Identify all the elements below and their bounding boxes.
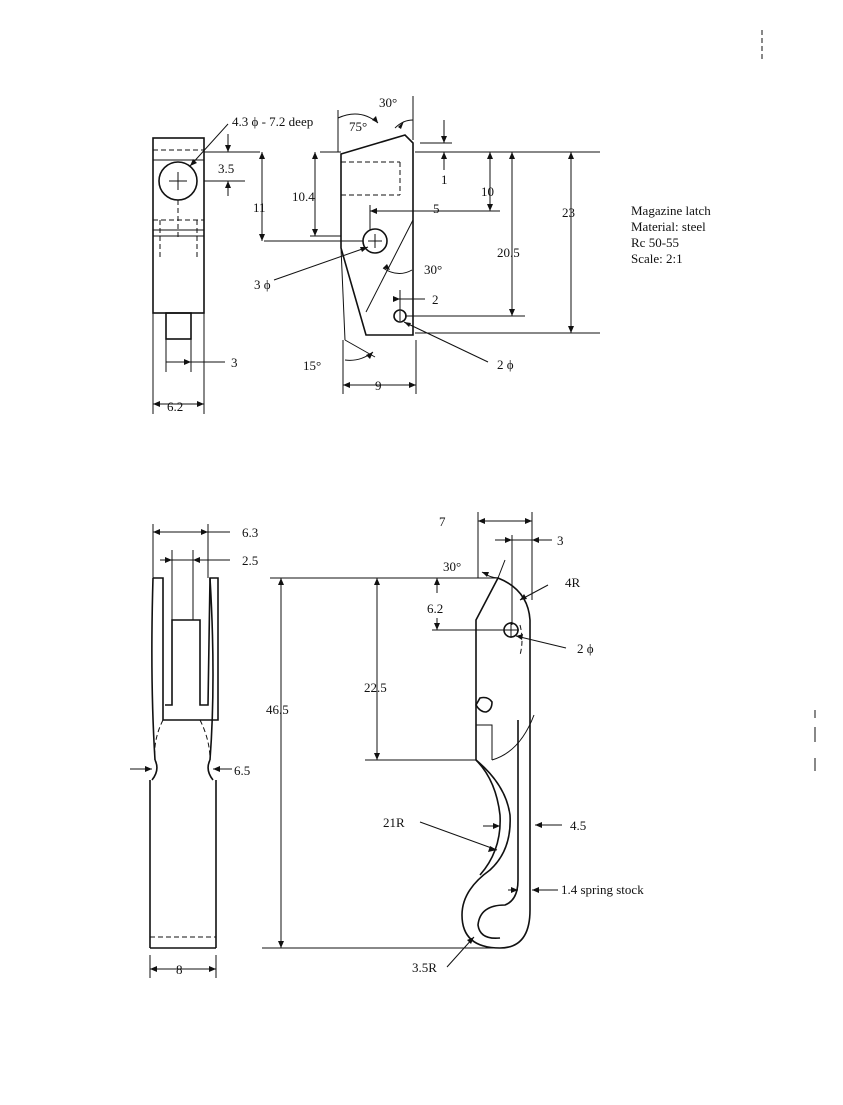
part-name: Magazine latch <box>631 203 711 218</box>
radius-4-label: 4R <box>565 575 581 590</box>
top-left-view: 4.3 ϕ - 7.2 deep 3.5 3 6.2 <box>152 114 313 414</box>
margin-marks <box>761 30 816 771</box>
dim-8-label: 8 <box>176 962 183 977</box>
dim-6-3-label: 6.3 <box>242 525 258 540</box>
hole-note-label: 4.3 ϕ - 7.2 deep <box>232 114 313 129</box>
latch-front-body <box>340 134 414 336</box>
hardness-note: Rc 50-55 <box>631 235 680 250</box>
dim-9-label: 9 <box>375 378 382 393</box>
dim-4-5-label: 4.5 <box>570 818 586 833</box>
dim-10-4-label: 10.4 <box>292 189 315 204</box>
latch-profile-outline <box>461 576 531 949</box>
dim-10-label: 10 <box>481 184 494 199</box>
bottom-right-view: 7 3 30° 4R 6.2 2 ϕ 46.5 22.5 21R 4.5 1.4… <box>262 512 644 975</box>
dim-3-label: 3 <box>557 533 564 548</box>
dim-2-label: 2 <box>432 292 439 307</box>
dim-6-5-label: 6.5 <box>234 763 250 778</box>
dim-5-label: 5 <box>433 201 440 216</box>
angle-30-mid-label: 30° <box>424 262 442 277</box>
dim-22-5-label: 22.5 <box>364 680 387 695</box>
dim-46-5-label: 46.5 <box>266 702 289 717</box>
radius-21-label: 21R <box>383 815 405 830</box>
scale-note: Scale: 2:1 <box>631 251 683 266</box>
latch-fork-outline <box>153 577 219 721</box>
dim-7-label: 7 <box>439 514 446 529</box>
dim-6-2-label: 6.2 <box>427 601 443 616</box>
dim-11-label: 11 <box>253 200 266 215</box>
top-right-view: 30° 75° 11 10.4 1 10 5 23 20.5 3 ϕ 30° 2… <box>253 95 600 394</box>
dim-23-label: 23 <box>562 205 575 220</box>
hole-3-label: 3 ϕ <box>254 277 271 292</box>
hole-2-label: 2 ϕ <box>497 357 514 372</box>
angle-75-label: 75° <box>349 119 367 134</box>
dim-2-5-label: 2.5 <box>242 553 258 568</box>
dim-3-label: 3 <box>231 355 238 370</box>
dim-1-label: 1 <box>441 172 448 187</box>
material-note: Material: steel <box>631 219 706 234</box>
radius-3-5-label: 3.5R <box>412 960 437 975</box>
dim-3-5-label: 3.5 <box>218 161 234 176</box>
title-block: Magazine latch Material: steel Rc 50-55 … <box>631 203 711 267</box>
angle-30-top-label: 30° <box>379 95 397 110</box>
dim-20-5-label: 20.5 <box>497 245 520 260</box>
angle-15-label: 15° <box>303 358 321 373</box>
latch-side-stem <box>165 312 192 340</box>
angle-30-label: 30° <box>443 559 461 574</box>
bottom-left-view: 6.3 2.5 6.5 8 <box>130 524 258 978</box>
dim-6-2-label: 6.2 <box>167 399 183 414</box>
spring-stock-label: 1.4 spring stock <box>561 882 644 897</box>
hole-2-label: 2 ϕ <box>577 641 594 656</box>
